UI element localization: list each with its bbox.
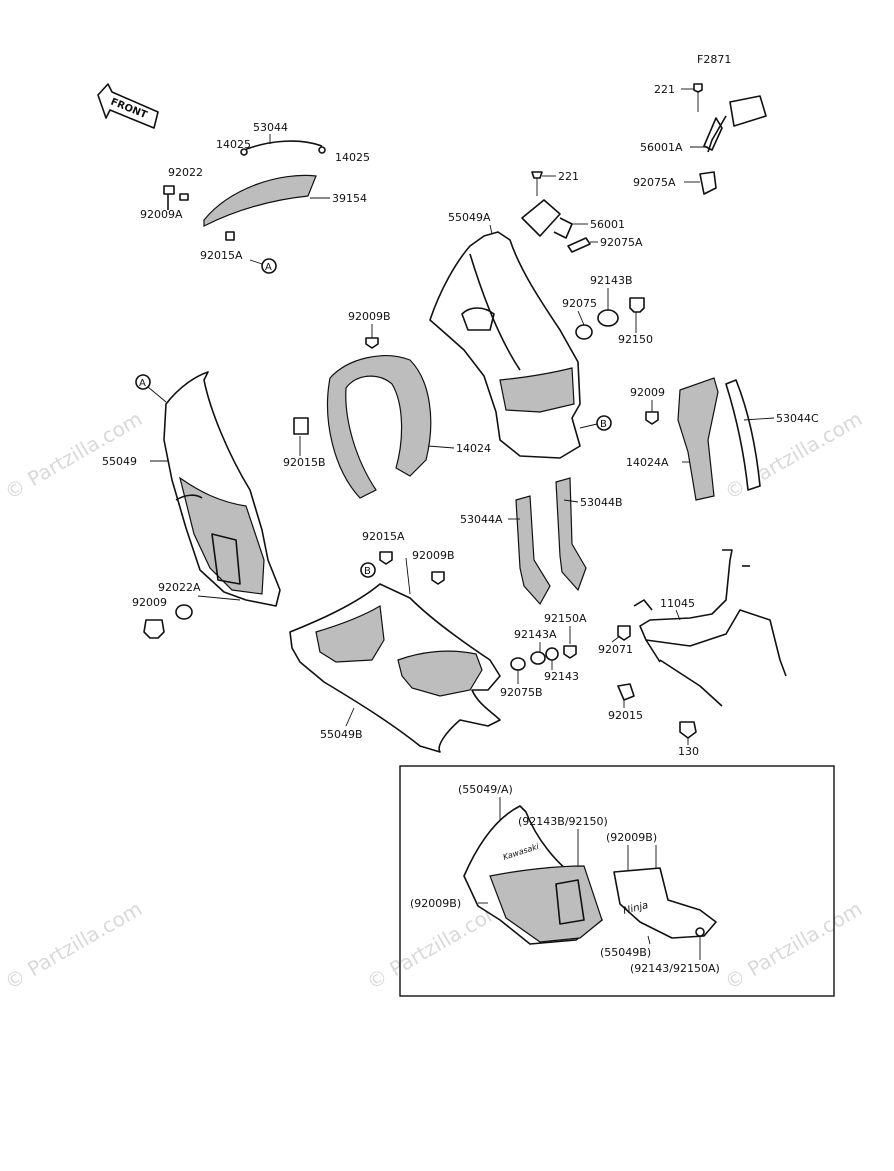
label-92150: 92150 <box>618 333 653 346</box>
label-92009B-top: 92009B <box>348 310 391 323</box>
label-53044C: 53044C <box>776 412 819 425</box>
label-130: 130 <box>678 745 699 758</box>
grommets-upper <box>575 297 645 340</box>
label-92022: 92022 <box>168 166 203 179</box>
label-14025-right: 14025 <box>335 151 370 164</box>
grommets-lower <box>510 645 577 671</box>
side-panel-14024A <box>645 377 761 501</box>
label-92015B: 92015B <box>283 456 326 469</box>
label-56001: 56001 <box>590 218 625 231</box>
callout-A-left <box>135 374 151 390</box>
side-cowl-55049 <box>163 371 281 607</box>
mirror-left <box>521 171 591 253</box>
label-92071: 92071 <box>598 643 633 656</box>
label-14024: 14024 <box>456 442 491 455</box>
label-92075: 92075 <box>562 297 597 310</box>
inner-panel-14024 <box>293 355 432 499</box>
label-92009-left: 92009 <box>132 596 167 609</box>
label-53044A: 53044A <box>460 513 503 526</box>
watermark: © Partzilla.com <box>721 896 867 994</box>
callout-B-right <box>596 415 612 431</box>
label-55049B: 55049B <box>320 728 363 741</box>
lower-cowl-55049B <box>289 583 501 753</box>
callout-A-label: A <box>139 378 146 389</box>
label-56001A: 56001A <box>640 141 683 154</box>
label-92075A-mid: 92075A <box>600 236 643 249</box>
label-14025-left: 14025 <box>216 138 251 151</box>
callout-A-top <box>261 258 277 274</box>
label-92150A: 92150A <box>544 612 587 625</box>
label-14024A: 14024A <box>626 456 669 469</box>
label-55049A: 55049A <box>448 211 491 224</box>
duct-strips <box>515 477 587 606</box>
windshield-group <box>163 140 326 241</box>
upper-cowl-55049A <box>429 231 581 459</box>
label-92143B: 92143B <box>590 274 633 287</box>
inset-label-92009B-left: (92009B) <box>410 897 461 910</box>
label-92075A-top: 92075A <box>633 176 676 189</box>
label-92143A: 92143A <box>514 628 557 641</box>
label-92015A-mid: 92015A <box>362 530 405 543</box>
front-arrow: FRONT <box>97 83 159 129</box>
label-221-mid: 221 <box>558 170 579 183</box>
watermark: © Partzilla.com <box>1 896 147 994</box>
label-92015A-top: 92015A <box>200 249 243 262</box>
callout-B-lower <box>360 562 376 578</box>
figure-code: F2871 <box>697 53 731 66</box>
inset-box <box>399 765 835 997</box>
label-53044: 53044 <box>253 121 288 134</box>
label-92009A: 92009A <box>140 208 183 221</box>
label-92075B: 92075B <box>500 686 543 699</box>
label-39154: 39154 <box>332 192 367 205</box>
callout-A-label: A <box>265 262 272 273</box>
label-221-top: 221 <box>654 83 675 96</box>
label-92143: 92143 <box>544 670 579 683</box>
label-53044B: 53044B <box>580 496 623 509</box>
stay-11045 <box>617 549 787 739</box>
label-55049: 55049 <box>102 455 137 468</box>
label-92022A: 92022A <box>158 581 201 594</box>
label-92015: 92015 <box>608 709 643 722</box>
mirror-right <box>693 83 767 195</box>
callout-B-label: B <box>364 566 371 577</box>
label-92009-right: 92009 <box>630 386 665 399</box>
label-11045: 11045 <box>660 597 695 610</box>
inset-label-92009B-right: (92009B) <box>606 831 657 844</box>
callout-B-label: B <box>600 419 607 430</box>
inset-label-55049A: (55049/A) <box>458 783 513 796</box>
label-92009B-mid: 92009B <box>412 549 455 562</box>
inset-label-55049B: (55049B) <box>600 946 651 959</box>
inset-label-92143-92150A: (92143/92150A) <box>630 962 720 975</box>
inset-label-92143B-92150: (92143B/92150) <box>518 815 608 828</box>
